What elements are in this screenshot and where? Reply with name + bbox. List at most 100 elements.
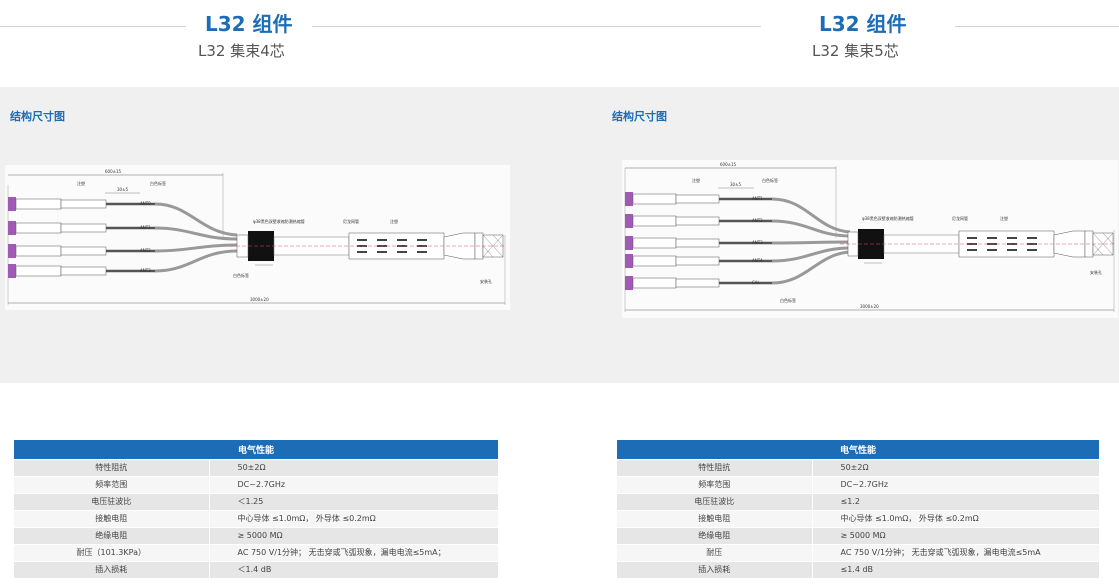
spec-value: 中心导体 ≤1.0mΩ， 外导体 ≤0.2mΩ: [812, 510, 1099, 528]
header-rule-left: [0, 26, 186, 27]
spec-key: 绝缘电阻: [617, 527, 813, 545]
callout-nylon-mesh: 尼龙网管: [343, 218, 359, 224]
connector-row: ANT2: [8, 243, 238, 258]
header-rule-right: [312, 26, 560, 27]
branch-length-text: 600±15: [720, 162, 737, 167]
connector-row: ANT3: [625, 236, 851, 250]
spec-key: 特性阻抗: [14, 459, 210, 477]
product-title: L32 组件: [205, 12, 293, 36]
product-title: L32 组件: [819, 12, 907, 36]
cable-label: ANT3: [752, 240, 763, 245]
connector-row: ANT0: [8, 197, 238, 237]
header-rule-left: [559, 26, 761, 27]
connector-row: ANT1: [8, 221, 238, 241]
spec-key: 电压驻波比: [617, 493, 813, 511]
connector-row: ANT1: [625, 192, 851, 234]
spec-key: 插入损耗: [14, 561, 210, 579]
cable-label: ANT2: [140, 248, 151, 253]
sub-length-text: 30±5: [730, 182, 741, 187]
spec-value: AC 750 V/1分钟； 无击穿或飞弧现象，漏电电流≤5mA；: [209, 544, 498, 562]
callout-heat-shrink: φ38黑色双壁收缩防潮热缩管: [862, 215, 914, 221]
spec-value: ＜1.25: [209, 493, 498, 511]
callout-white-label: 白色标签: [150, 180, 166, 186]
callout-overmold: 注塑: [77, 180, 85, 186]
spec-key: 电压驻波比: [14, 493, 210, 511]
table-row: 电压驻波比＜1.25: [14, 493, 498, 511]
table-row: 插入损耗＜1.4 dB: [14, 561, 498, 579]
cable-label: ANT2: [752, 218, 763, 223]
connector-hatch: [1092, 232, 1114, 256]
spec-key: 耐压（101.3KPa）: [14, 544, 210, 562]
callout-mounting-hole: 安装孔: [1090, 269, 1102, 275]
overall-length-text: 3000±20: [860, 304, 879, 309]
table-row: 电压驻波比≤1.2: [617, 493, 1099, 511]
table-row: 绝缘电阻 ≥ 5000 MΩ: [617, 527, 1099, 545]
spec-key: 特性阻抗: [617, 459, 813, 477]
cable-label: ANT4: [752, 258, 763, 263]
dimension-drawing-4-core: 3000±20 600±15 30±5 注塑 白色标签 ANT0: [5, 165, 510, 310]
section-label: 结构尺寸图: [10, 110, 65, 123]
callout-white-label-2: 白色标签: [780, 297, 796, 303]
product-column-5-core: L32 组件 L32 集束5芯 结构尺寸图 3000±20 600±15 30±…: [559, 0, 1119, 587]
spec-value: ≤1.4 dB: [812, 561, 1099, 579]
spec-key: 频率范围: [14, 476, 210, 494]
callout-overmold-2: 注塑: [390, 218, 398, 224]
spec-key: 绝缘电阻: [14, 527, 210, 545]
product-column-4-core: L32 组件 L32 集束4芯 结构尺寸图 3000±20 600±15 30±…: [0, 12, 560, 579]
cable-label: ANT3: [140, 268, 151, 273]
table-heading: 电气性能: [14, 440, 498, 460]
callout-overmold-2: 注塑: [1000, 215, 1008, 221]
table-row: 耐压（101.3KPa）AC 750 V/1分钟； 无击穿或飞弧现象，漏电电流≤…: [14, 544, 498, 562]
table-row: 接触电阻中心导体 ≤1.0mΩ， 外导体 ≤0.2mΩ: [617, 510, 1099, 528]
spec-value: AC 750 V/1分钟； 无击穿或飞弧现象，漏电电流≤5mA: [812, 544, 1099, 562]
callout-nylon-mesh: 尼龙网管: [952, 215, 968, 221]
cable-label: CAL: [752, 280, 761, 285]
table-heading: 电气性能: [617, 440, 1099, 460]
spec-value: DC~2.7GHz: [812, 476, 1099, 494]
overall-length-text: 3000±20: [250, 297, 269, 302]
spec-value: ≥ 5000 MΩ: [812, 527, 1099, 545]
header-rule-right: [955, 26, 1119, 27]
spec-key: 接触电阻: [14, 510, 210, 528]
callout-white-label-2: 白色标签: [233, 272, 249, 278]
connector-hatch: [482, 234, 504, 258]
dimension-drawing-5-core: 3000±20 600±15 30±5 注塑 白色标签 ANT1: [622, 160, 1118, 318]
spec-value: DC~2.7GHz: [209, 476, 498, 494]
spec-value: 中心导体 ≤1.0mΩ， 外导体 ≤0.2mΩ: [209, 510, 498, 528]
spec-value: ≥ 5000 MΩ: [209, 527, 498, 545]
spec-key: 插入损耗: [617, 561, 813, 579]
connector-row: ANT4: [625, 246, 851, 268]
cable-label: ANT1: [140, 225, 151, 230]
callout-mounting-hole: 安装孔: [480, 278, 492, 284]
connector-row: ANT3: [8, 249, 238, 278]
spec-value: 50±2Ω: [209, 459, 498, 477]
section-label: 结构尺寸图: [612, 110, 667, 123]
table-row: 绝缘电阻≥ 5000 MΩ: [14, 527, 498, 545]
callout-white-label: 白色标签: [762, 177, 778, 183]
branch-length-text: 600±15: [105, 169, 122, 174]
spec-key: 频率范围: [617, 476, 813, 494]
cable-label: ANT0: [140, 201, 151, 206]
spec-key: 耐压: [617, 544, 813, 562]
product-subtitle: L32 集束4芯: [198, 42, 285, 60]
connector-row: ANT2: [625, 214, 851, 238]
spec-value: ＜1.4 dB: [209, 561, 498, 579]
spec-value: 50±2Ω: [812, 459, 1099, 477]
sub-length-text: 30±5: [117, 187, 128, 192]
product-subtitle: L32 集束5芯: [812, 42, 899, 60]
spec-value: ≤1.2: [812, 493, 1099, 511]
connector-row: CAL: [625, 250, 851, 290]
cable-label: ANT1: [752, 196, 763, 201]
callout-heat-shrink: φ38黑色双壁收缩防潮热缩管: [253, 218, 305, 224]
callout-overmold: 注塑: [692, 177, 700, 183]
table-row: 接触电阻中心导体 ≤1.0mΩ， 外导体 ≤0.2mΩ: [14, 510, 498, 528]
table-row: 插入损耗≤1.4 dB: [617, 561, 1099, 579]
